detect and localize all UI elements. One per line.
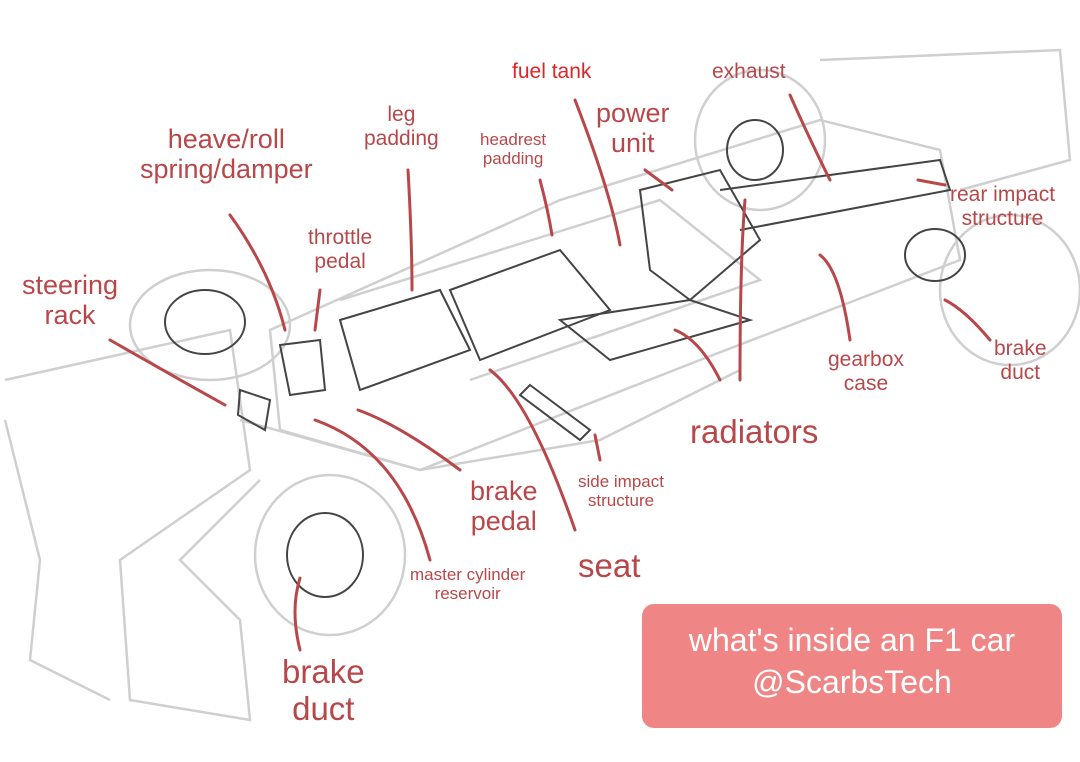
label-line: structure	[587, 491, 655, 511]
components	[164, 119, 966, 598]
banner-title: what's inside an F1 car	[688, 622, 1016, 658]
label-line: leg	[387, 103, 416, 126]
label-line: brake	[282, 653, 365, 690]
label-line: pedal	[314, 249, 366, 273]
car-outline	[3, 48, 1080, 722]
label-line: headrest	[480, 130, 547, 149]
label-seat: seat	[578, 547, 641, 584]
label-line: case	[843, 371, 889, 395]
label-line: gearbox	[828, 348, 904, 371]
label-line: throttle	[308, 226, 373, 249]
label-line: steering	[22, 270, 119, 300]
label-line: padding	[364, 126, 439, 150]
label-line: brake	[994, 337, 1047, 360]
label-fuel-tank: fuel tank	[512, 60, 592, 83]
label-line: master cylinder	[410, 565, 526, 584]
label-line: spring/damper	[140, 154, 313, 185]
label-line: rear impact	[950, 183, 1056, 206]
label-radiators: radiators	[690, 413, 819, 450]
label-line: brake	[470, 476, 538, 506]
label-line: duct	[292, 689, 355, 727]
label-line: side impact	[578, 472, 664, 491]
label-line: rack	[44, 300, 96, 331]
label-line: pedal	[470, 506, 537, 537]
label-line: structure	[961, 206, 1044, 230]
banner-handle: @ScarbsTech	[752, 663, 952, 700]
label-line: power	[596, 98, 670, 128]
leader-lines	[108, 93, 992, 652]
title-banner: what's inside an F1 car @ScarbsTech	[642, 604, 1062, 728]
label-line: reservoir	[434, 584, 501, 604]
label-exhaust: exhaust	[712, 60, 786, 83]
label-line: heave/roll	[167, 124, 285, 154]
label-line: unit	[611, 128, 655, 159]
label-line: duct	[1000, 360, 1041, 384]
label-line: padding	[482, 149, 544, 169]
